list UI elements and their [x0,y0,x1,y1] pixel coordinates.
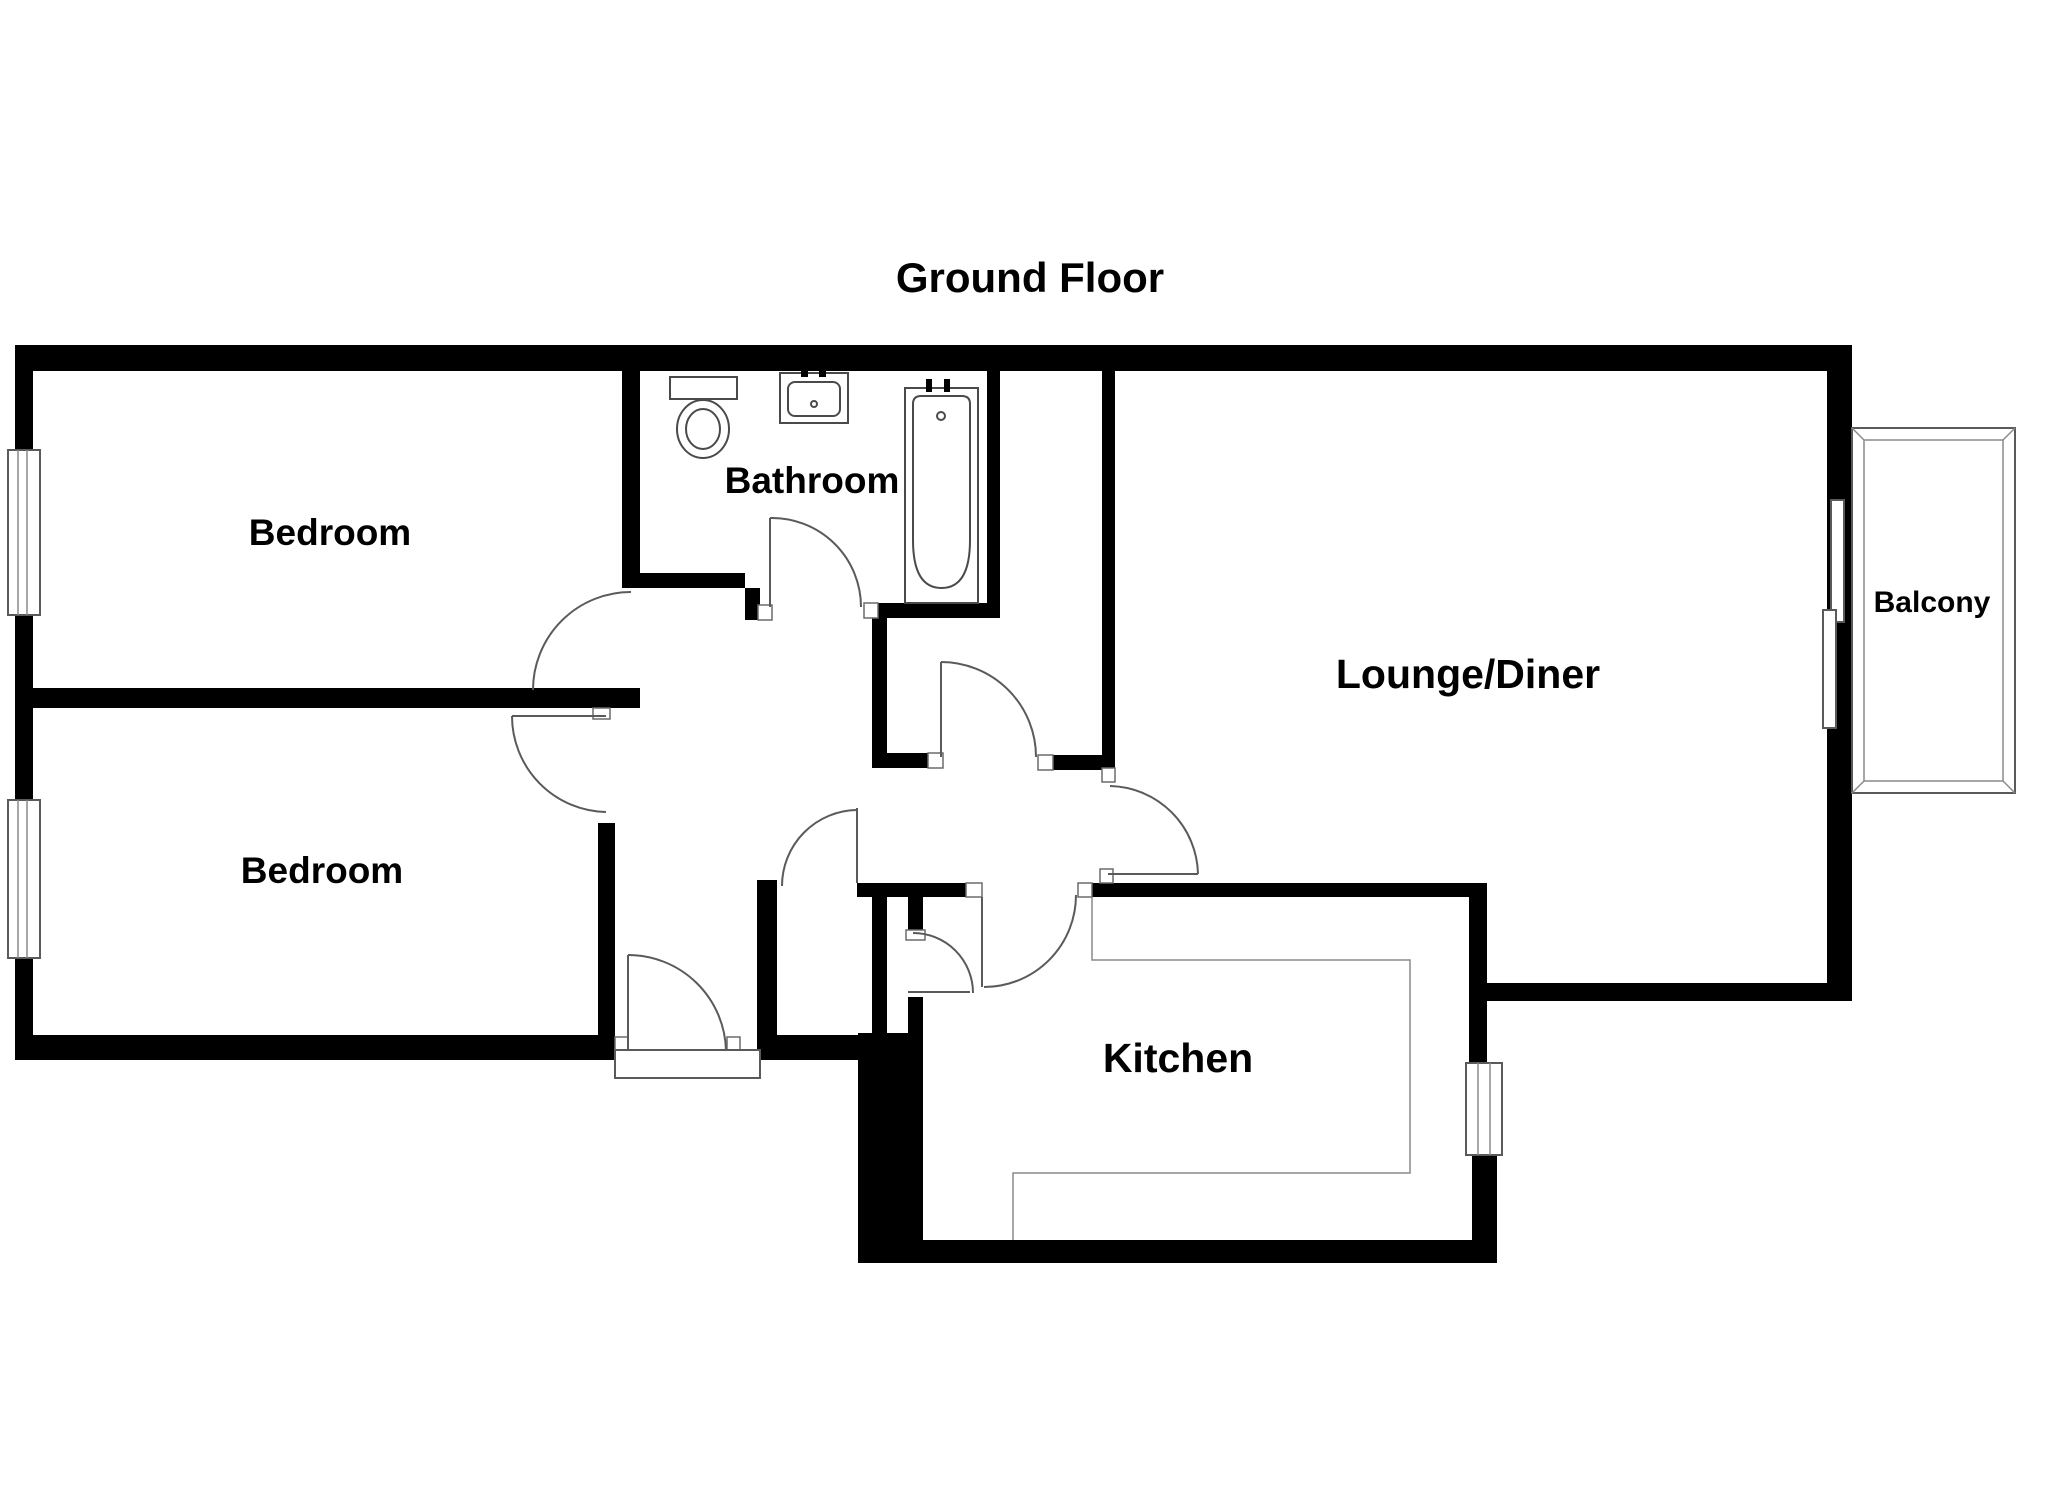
wall-bathroom-bottom-right [878,603,1000,618]
wall-kitchen-right-upper [1469,883,1487,1063]
jamb [863,602,879,619]
wall-entrance-right [757,880,777,1037]
wall-bathroom-right [987,371,1000,603]
label-bedroom-1: Bedroom [249,512,411,553]
label-balcony: Balcony [1874,586,1991,619]
sliding-patio-door [1822,499,1845,729]
label-kitchen: Kitchen [1103,1035,1253,1081]
wall-bedroom1-right [622,371,640,588]
sink-icon [779,363,849,424]
windows [7,449,1845,1156]
window-bedroom1 [7,449,41,616]
wall-lounge-bottom [1487,983,1852,1001]
label-bedroom-2: Bedroom [241,850,403,891]
wall-outer-top [15,345,1852,371]
door-hallway [940,661,1037,758]
entrance-threshold [614,1049,761,1079]
wall-closet-stub-bottom [908,997,923,1035]
jamb [1099,868,1114,884]
jamb [757,604,773,621]
doors [511,516,1199,1051]
wall-hall-right-of-door [1053,755,1115,770]
jamb [592,707,611,720]
kitchen-counter [1012,897,1411,1240]
door-jambs [592,602,1116,1054]
wall-kitchen-bottom [858,1240,1497,1263]
door-kitchen [981,894,1077,988]
door-lounge [1108,785,1199,875]
wall-cupboard-hanger [872,603,887,768]
wall-closet-stub-top [908,895,923,932]
door-bathroom [769,516,862,608]
labels: Ground Floor Bedroom Bedroom Bathroom Lo… [241,254,1991,1081]
door-hall-cupboard [781,808,858,887]
jamb [905,929,926,941]
wall-bedroomblock-bottom [15,1035,615,1060]
wall-kitchen-top-2 [1092,883,1469,897]
door-kitchen-cupboard [908,932,974,994]
page-title: Ground Floor [896,254,1164,301]
label-lounge-diner: Lounge/Diner [1336,651,1600,697]
wall-bathroom-step [745,588,760,620]
jamb [965,882,983,898]
wall-lounge-left [1102,371,1115,770]
wall-bedroom2-right [598,823,615,1035]
door-bedroom2 [511,715,607,813]
wall-bedroom-divider [15,688,640,708]
toilet-icon [669,376,738,459]
wall-kitchen-left [858,1033,923,1263]
wall-bathroom-bottom-left [622,573,745,588]
bathtub-icon [904,379,979,604]
door-bedroom1 [532,591,632,691]
label-bathroom: Bathroom [725,460,900,501]
jamb [1101,767,1116,783]
wall-closet-left [872,883,887,1035]
jamb [1037,754,1054,771]
jamb [1077,882,1093,898]
balcony-frame [1851,427,2016,794]
jamb [927,752,944,769]
window-kitchen [1465,1062,1503,1156]
wall-hall-left-of-door [887,753,930,768]
door-entrance [627,954,727,1051]
window-bedroom2 [7,799,41,959]
